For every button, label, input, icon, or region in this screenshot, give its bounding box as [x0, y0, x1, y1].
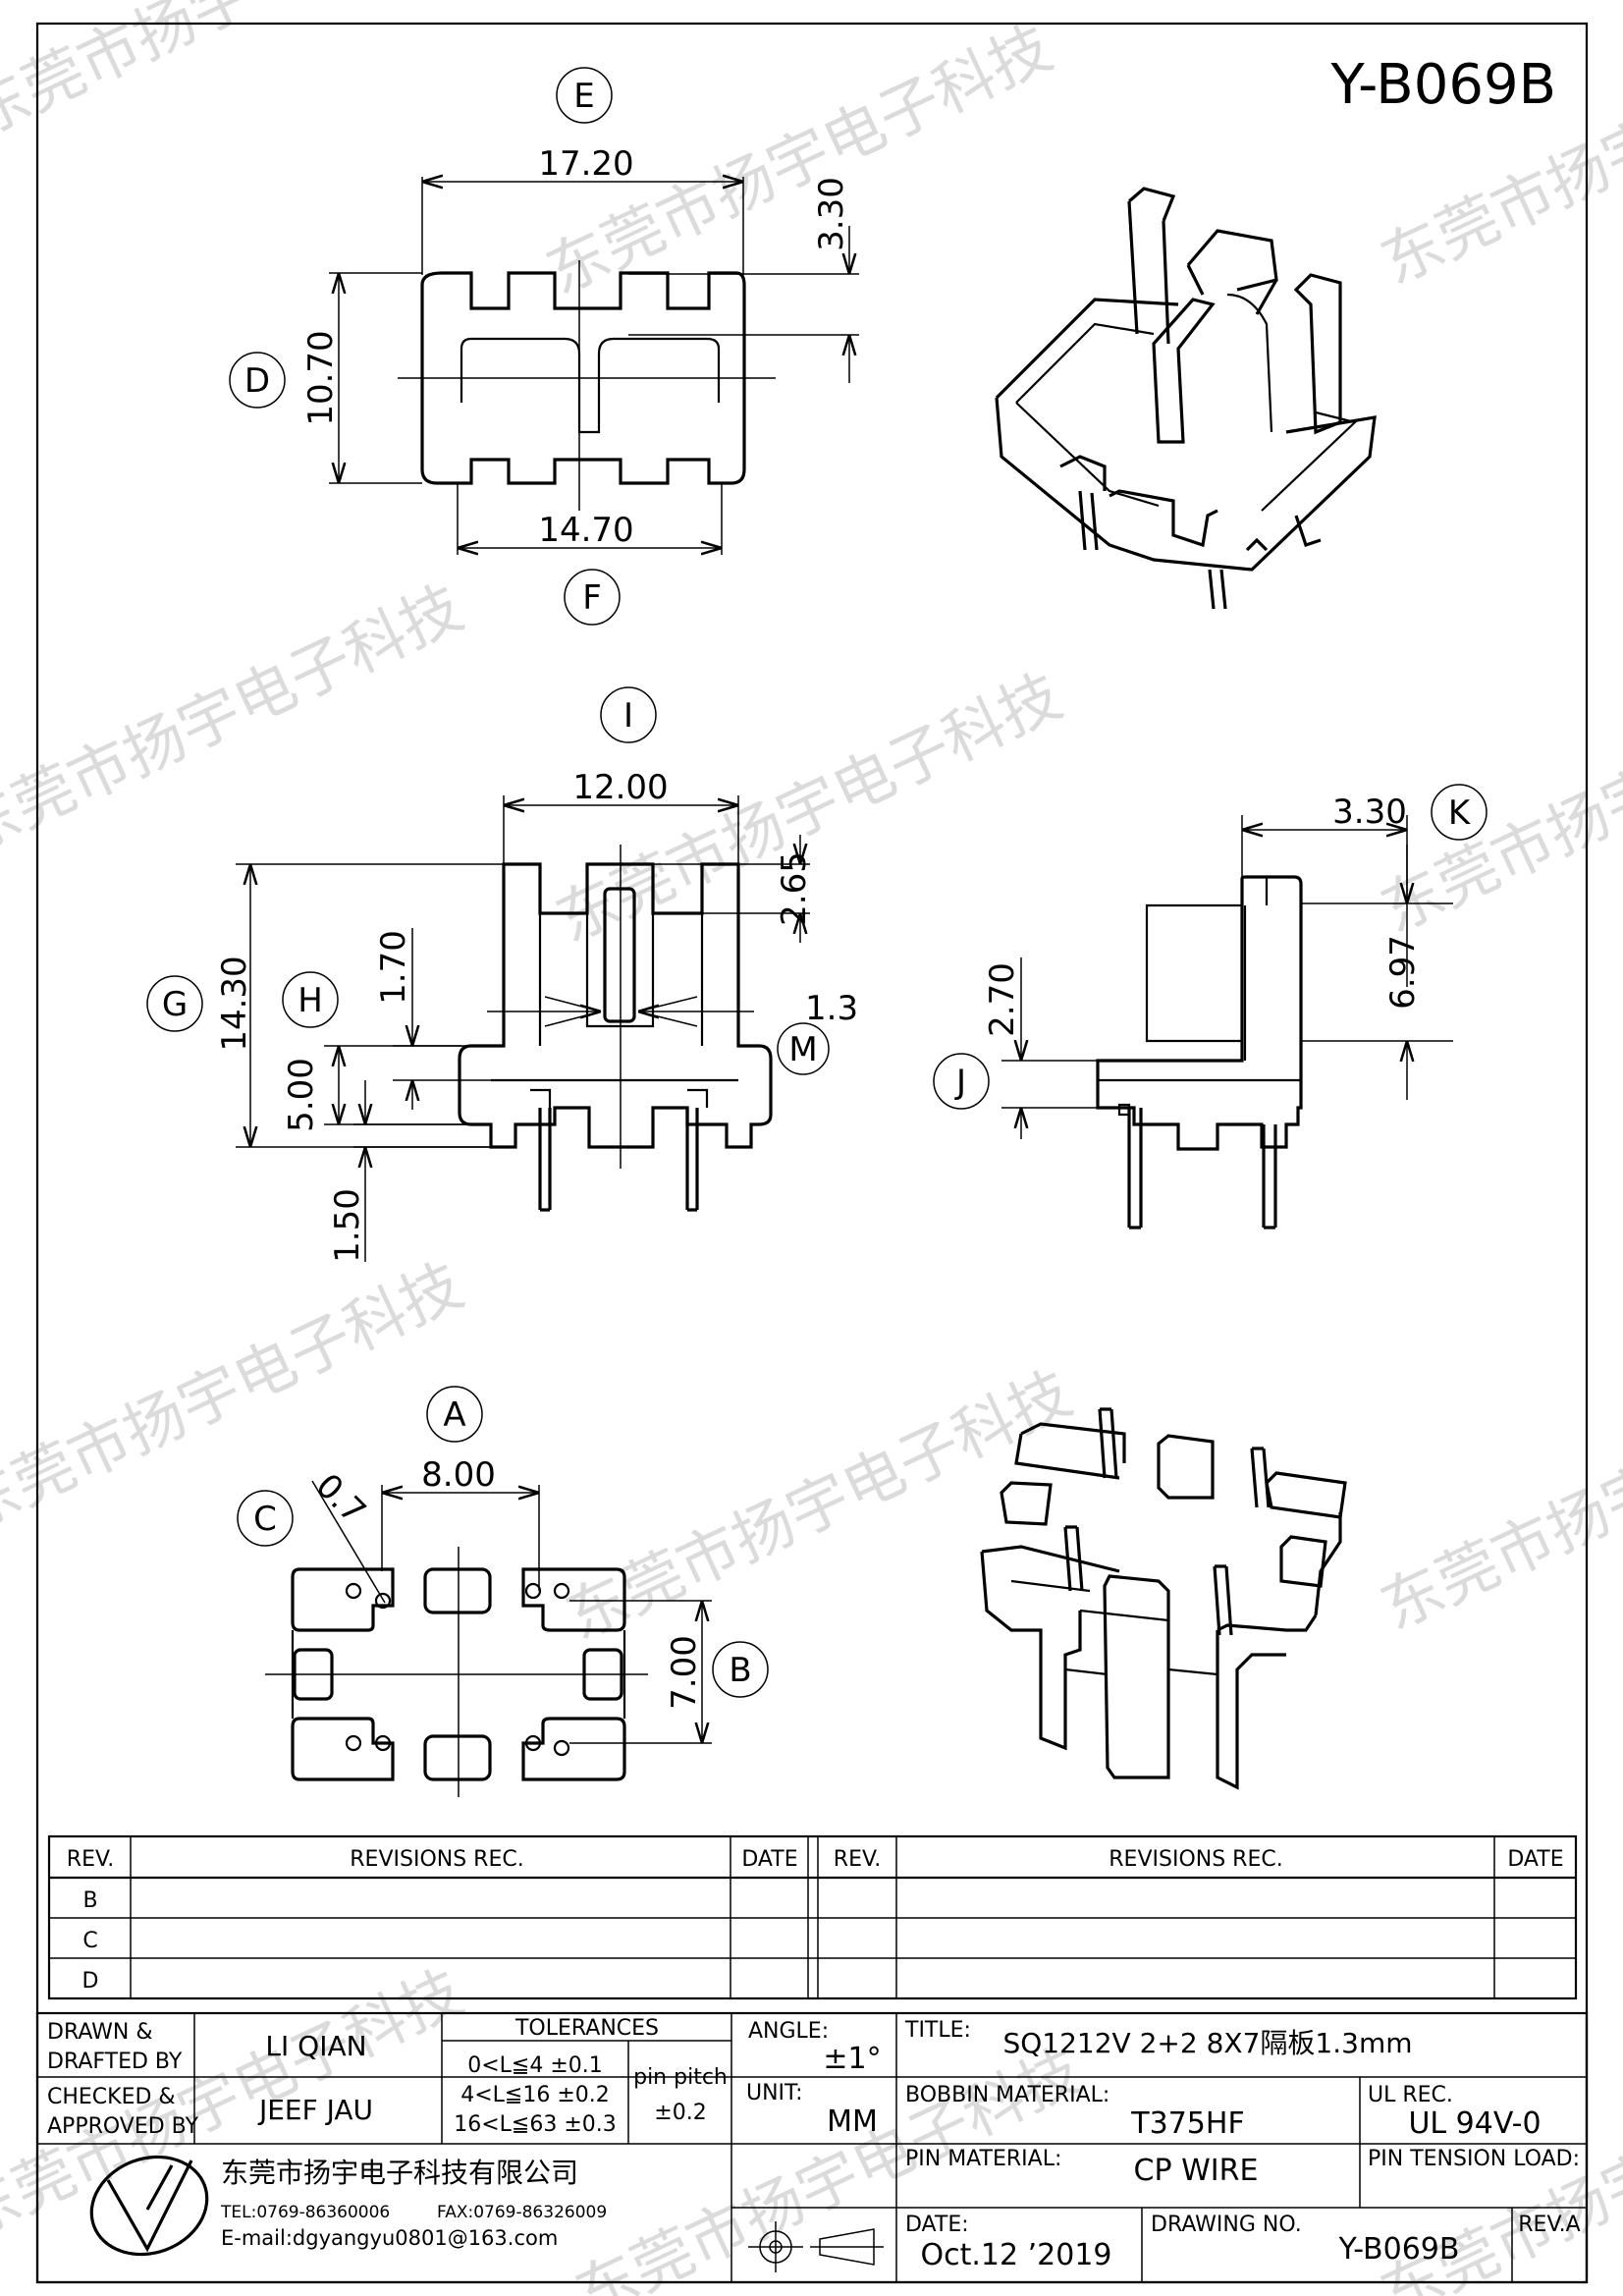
date-label: DATE: [905, 2213, 969, 2237]
label-b: B [729, 1651, 751, 1690]
pin-pitch-value: ±0.2 [654, 2101, 706, 2125]
pin-material-label: PIN MATERIAL: [905, 2147, 1061, 2171]
isometric-view-top [995, 187, 1377, 610]
drawn-label: DRAWN & [47, 2020, 153, 2045]
rev-row-b: B [82, 1888, 97, 1913]
dim-top-inner-width: 14.70 [538, 511, 633, 550]
label-f: F [582, 578, 602, 618]
angle-value: ±1° [823, 2042, 881, 2076]
dim-front-plate: 1.3 [805, 989, 858, 1028]
checked-label: CHECKED & [47, 2085, 176, 2109]
rev-row-d: D [82, 1969, 99, 1994]
dim-bottom-pitch-x: 8.00 [421, 1455, 496, 1495]
ul-rec-value: UL 94V-0 [1408, 2106, 1541, 2141]
dim-front-base: 5.00 [282, 1058, 321, 1132]
label-d: D [244, 361, 270, 401]
label-i: I [623, 696, 633, 736]
drawing-no-label: DRAWING NO. [1151, 2213, 1302, 2237]
unit-value: MM [827, 2105, 878, 2139]
rec-header-right: REVISIONS REC. [1109, 1847, 1282, 1872]
rev-a-label: REV.A [1518, 2213, 1580, 2237]
checked-by-value: JEEF JAU [257, 2094, 373, 2126]
company-logo [89, 2155, 209, 2257]
rev-header-right: REV. [834, 1847, 881, 1872]
title-value: SQ1212V 2+2 8X7隔板1.3mm [1002, 2027, 1412, 2059]
bobbin-material-label: BOBBIN MATERIAL: [905, 2083, 1109, 2107]
tolerances-label: TOLERANCES [514, 2016, 659, 2041]
label-h: H [298, 981, 323, 1020]
watermark-text: 东莞市扬宇电子科技 [1370, 2, 1623, 299]
revision-table: REV. REVISIONS REC. DATE REV. REVISIONS … [47, 1834, 1578, 2000]
dim-bottom-pitch-y: 7.00 [665, 1635, 704, 1710]
front-view: I 12.00 1.3 M 2.65 14.30 G [146, 686, 858, 1263]
bottom-view: A 8.00 C 0.7 7.00 [237, 1386, 769, 1797]
label-m: M [788, 1030, 817, 1069]
dim-side-height: 6.97 [1383, 935, 1423, 1010]
dim-top-width: 17.20 [538, 144, 633, 184]
label-e: E [573, 77, 594, 116]
dim-front-slot: 2.65 [775, 851, 814, 926]
drawing-no-value: Y-B069B [1338, 2232, 1460, 2267]
side-view: K 3.30 6.97 2.70 J [933, 784, 1488, 1230]
rev-row-c: C [82, 1929, 97, 1953]
dim-side-offset: 3.30 [1332, 793, 1407, 832]
label-j: J [954, 1063, 966, 1102]
dim-side-foot: 2.70 [983, 962, 1022, 1037]
pin-pitch-label: pin pitch [633, 2065, 728, 2090]
tolerance-row-1: 0<L≦4 ±0.1 [467, 2053, 603, 2078]
watermark-text: 东莞市扬宇电子科技 [0, 572, 473, 868]
tolerance-row-2: 4<L≦16 ±0.2 [460, 2083, 610, 2107]
company-tel: TEL:0769-86360006 [220, 2203, 390, 2222]
title-block: DRAWN & DRAFTED BY LI QIAN CHECKED & APP… [35, 2011, 1589, 2284]
label-k: K [1448, 793, 1472, 833]
dim-front-width: 12.00 [572, 768, 668, 807]
watermark-text: 东莞市扬宇电子科技 [0, 1249, 473, 1546]
date-header-right: DATE [1507, 1847, 1563, 1872]
company-name: 东莞市扬宇电子科技有限公司 [221, 2157, 578, 2189]
dim-top-offset: 3.30 [812, 177, 851, 251]
watermark-text: 东莞市扬宇电子科技 [1370, 650, 1623, 947]
angle-label: ANGLE: [748, 2019, 829, 2044]
dim-top-height: 10.70 [301, 330, 341, 425]
pin-tension-label: PIN TENSION LOAD: [1368, 2147, 1580, 2171]
dim-front-h1: 1.70 [374, 930, 413, 1005]
projection-symbol [748, 2221, 884, 2272]
label-a: A [443, 1395, 465, 1435]
company-fax: FAX:0769-86326009 [437, 2203, 607, 2222]
top-view: E 17.20 3.30 10.70 D 14.70 F [229, 67, 859, 626]
dim-front-total-height: 14.30 [215, 956, 254, 1051]
label-c: C [253, 1500, 277, 1539]
date-header-left: DATE [741, 1847, 797, 1872]
part-number-header: Y-B069B [1330, 53, 1557, 117]
unit-label: UNIT: [746, 2081, 802, 2105]
approved-label: APPROVED BY [47, 2114, 199, 2139]
rec-header-left: REVISIONS REC. [350, 1847, 523, 1872]
ul-rec-label: UL REC. [1368, 2083, 1453, 2107]
date-value: Oct.12 ’2019 [921, 2238, 1112, 2272]
company-email: E-mail:dgyangyu0801@163.com [221, 2226, 558, 2250]
drawn-by-value: LI QIAN [265, 2030, 366, 2062]
pin-material-value: CP WIRE [1134, 2154, 1259, 2188]
dim-bottom-pin-d: 0.7 [308, 1466, 374, 1532]
tolerance-row-3: 16<L≦63 ±0.3 [454, 2112, 617, 2137]
title-label: TITLE: [904, 2018, 971, 2043]
drafted-label: DRAFTED BY [47, 2050, 183, 2074]
label-g: G [162, 985, 188, 1024]
isometric-view-bottom [980, 1407, 1347, 1790]
bobbin-material-value: T375HF [1130, 2106, 1244, 2141]
dim-front-pin: 1.50 [328, 1188, 367, 1263]
rev-header-left: REV. [67, 1847, 114, 1872]
watermark-text: 东莞市扬宇电子科技 [1370, 1347, 1623, 1644]
